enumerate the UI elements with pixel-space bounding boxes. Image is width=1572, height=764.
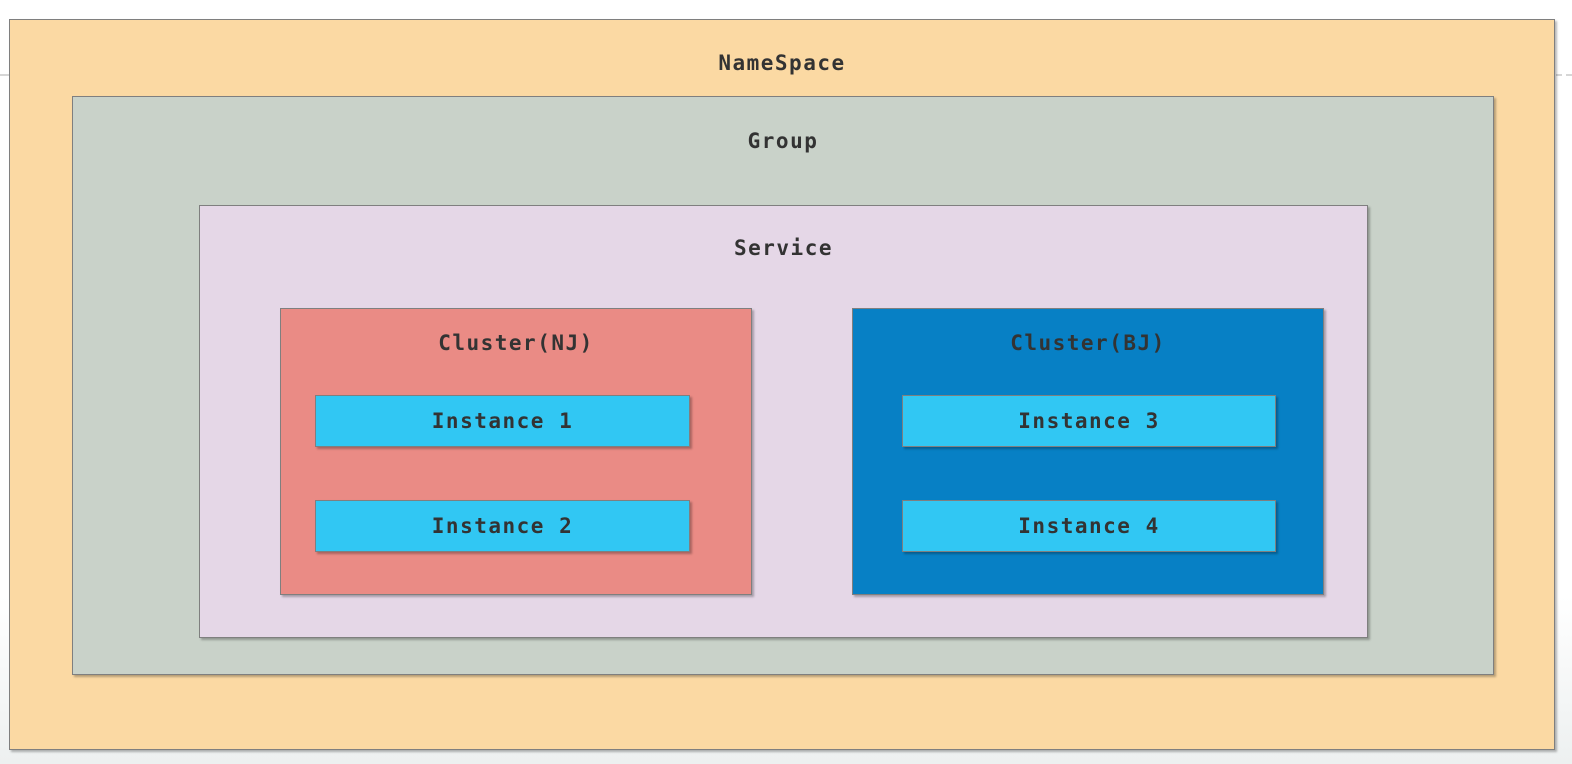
cluster-bj-container: Cluster(BJ) Instance 3 Instance 4 [852,308,1324,595]
instance-2-label: Instance 2 [431,514,574,538]
page-guide-right [1556,74,1572,76]
namespace-label: NameSpace [718,51,846,75]
instance-4-label: Instance 4 [1018,514,1160,538]
cluster-bj-label: Cluster(BJ) [1010,331,1166,355]
instance-1-label: Instance 1 [431,409,574,433]
cluster-nj-label: Cluster(NJ) [438,331,594,355]
instance-2-box: Instance 2 [315,500,690,552]
service-label: Service [733,236,833,260]
instance-3-label: Instance 3 [1018,409,1160,433]
instance-1-box: Instance 1 [315,395,690,447]
group-container: Group Service Cluster(NJ) Instance 1 Ins… [72,96,1494,675]
service-container: Service Cluster(NJ) Instance 1 Instance … [199,205,1368,638]
group-label: Group [747,129,819,153]
cluster-nj-container: Cluster(NJ) Instance 1 Instance 2 [280,308,752,595]
namespace-container: NameSpace Group Service Cluster(NJ) Inst… [9,19,1555,750]
instance-4-box: Instance 4 [902,500,1276,552]
instance-3-box: Instance 3 [902,395,1276,447]
page-guide-left [0,74,9,76]
